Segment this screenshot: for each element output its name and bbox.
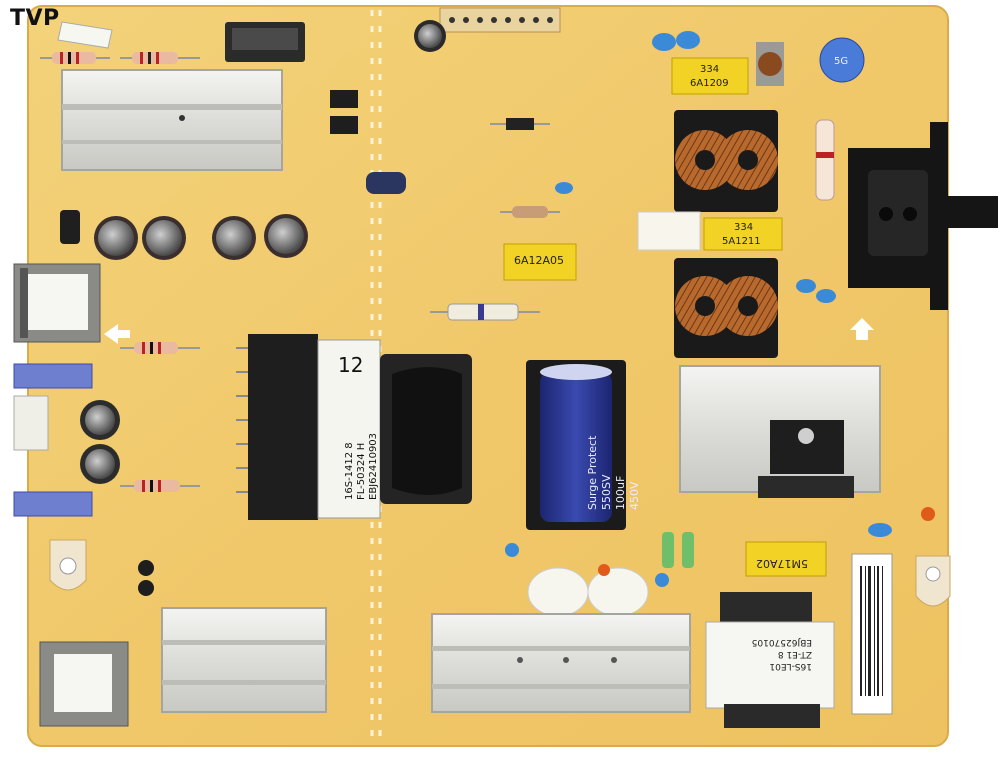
cap-334-b [703,217,783,251]
small-transformer-line1: 16S-LE01 [769,661,812,671]
heatsink-top-left [61,69,283,171]
heatsink-bottom-left [161,607,327,713]
cap-334-a-line2: 6A1209 [690,78,729,89]
blue-component-2 [13,491,93,517]
main-transformer [236,334,472,520]
ac-inlet [848,122,998,310]
transformer-left-top [13,263,101,343]
fuse [815,119,835,201]
bulk-cap-rating2: 100uF [614,476,627,510]
cap-top-middle [414,20,446,52]
heatsink-right [679,365,881,498]
arrow-marker-left [104,324,130,344]
bulk-cap-rating1: 550SV [600,474,613,510]
transistor-q2 [138,580,154,596]
choke-upper [674,110,778,212]
choke-lower [674,258,778,358]
transformer-label-line2: FL-50324 H [356,443,367,500]
mount-hole-right [915,555,951,607]
resistor-r2 [120,52,200,64]
bulk-capacitor [526,360,626,530]
cap-6a12a05-label: 6A12A05 [514,254,564,267]
cap-5m17a02 [745,541,827,577]
diode-d1 [490,118,550,130]
mount-hole-left [49,539,87,591]
blue-small-caps [505,31,892,587]
transformer-label-line3: EBJ62410903 [368,433,379,500]
transformer-label-line1: 16S-1412 8 [344,442,355,500]
watermark: TVP [10,6,60,31]
resistor-r3 [120,342,200,354]
green-components [662,532,694,568]
resistor-r1 [40,52,110,64]
thermistor-2 [587,567,649,617]
small-transformer [705,592,835,728]
sticker-tag [57,21,113,49]
bulk-cap-brand: Surge Protect [586,435,599,510]
small-inductor [756,42,784,86]
blue-disc-cap [819,37,865,83]
transformer-number: 12 [338,353,363,377]
cap-5m17a02-label: 5M17A02 [756,557,808,570]
small-transformer-line2: ZT-E1 8 [778,649,812,659]
thermistor-1 [527,567,589,617]
resistor-fuse [430,303,540,321]
resistor-r5 [500,206,560,218]
transistor-q1 [138,560,154,576]
cap-334-b-line2: 5A1211 [722,236,761,247]
cap-334-a [671,57,749,95]
connector-left [13,395,49,451]
heatsink-bottom-center [431,613,691,713]
pin-header [439,7,561,33]
blue-component-1 [13,363,93,389]
electrolytic-caps-row [94,214,308,260]
transistor-left [60,210,80,244]
ic-2 [330,116,358,134]
barcode-label [851,553,893,715]
bulk-cap-rating3: 450V [628,481,641,510]
arrow-marker-right [850,318,874,340]
cap-334-a-line1: 334 [700,64,719,75]
white-block [637,211,701,251]
cap-6a12a05 [503,243,577,281]
resistor-r4 [120,480,200,492]
blue-disc-cap-label: 5G [834,56,848,67]
ic-1 [330,90,358,108]
cap-334-b-line1: 334 [734,222,753,233]
small-cap-blue [366,172,406,194]
led-orange [598,564,610,576]
transformer-left-bottom [39,641,129,727]
led-red [921,507,935,521]
small-transformer-line3: EBJ62570105 [752,637,812,647]
